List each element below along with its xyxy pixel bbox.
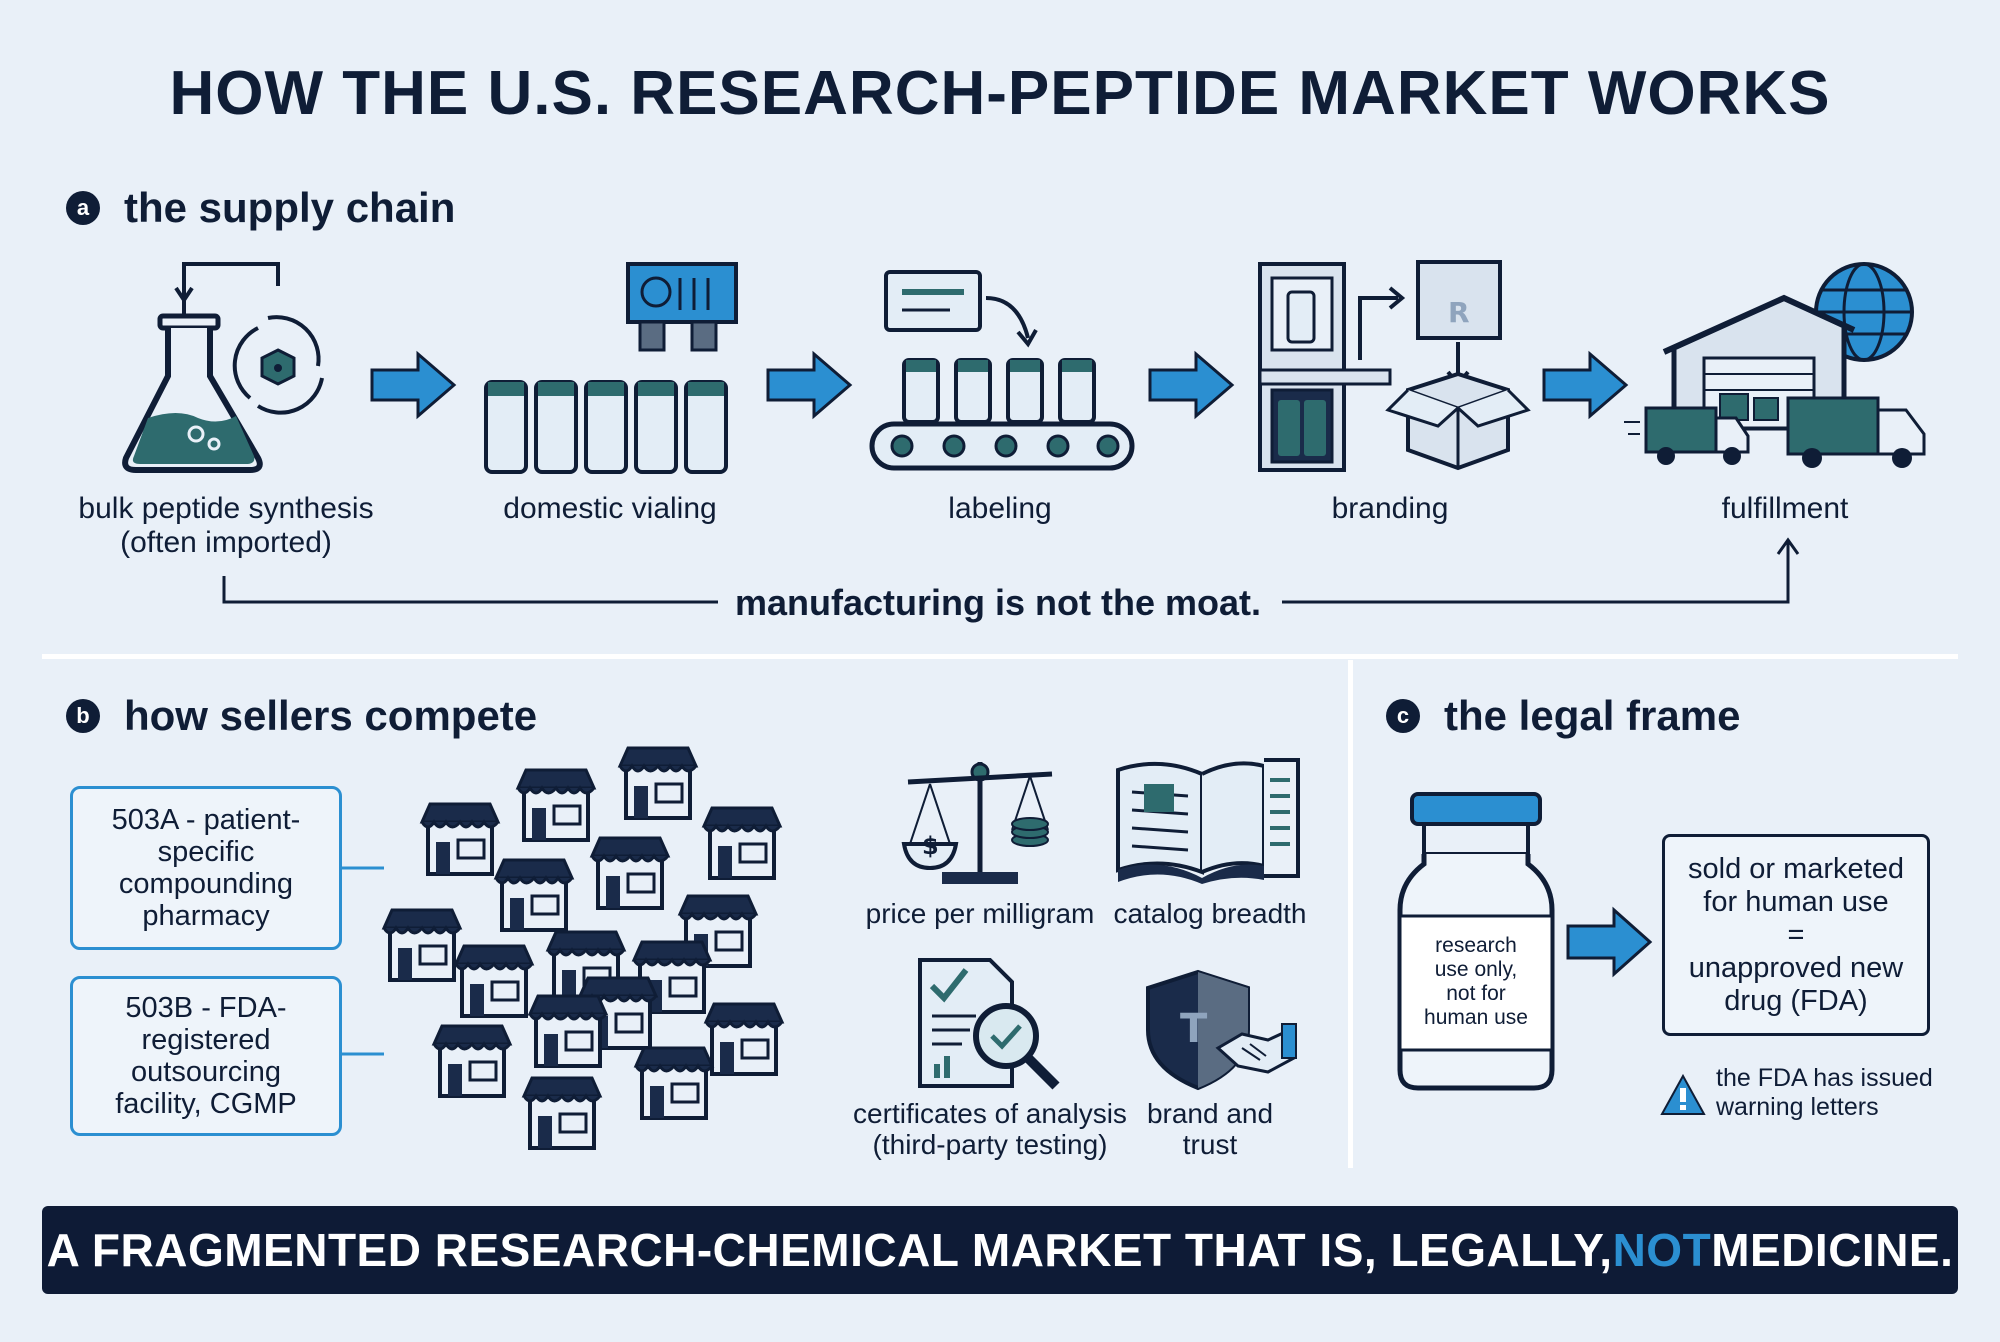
divider-vertical: [1348, 660, 1353, 1168]
certificate-icon: [918, 958, 1060, 1090]
step-synthesis-label: bulk peptide synthesis (often imported): [40, 492, 412, 560]
box-connectors: [342, 866, 384, 1056]
vialing-machine-icon: [484, 262, 738, 474]
legal-result-line: sold or marketed: [1688, 852, 1904, 885]
storefront-cluster: [382, 746, 784, 1150]
box-503a-line: specific: [157, 836, 255, 868]
box-503a-line: compounding: [118, 868, 294, 900]
legal-arrow: [1566, 906, 1653, 978]
moat-note: manufacturing is not the moat.: [734, 582, 1262, 623]
section-b-header: b how sellers compete: [66, 692, 537, 740]
step-synthesis-line2: (often imported): [120, 526, 332, 559]
factor-trust-line2: trust: [1182, 1129, 1238, 1160]
vial-label-line: not for: [1446, 982, 1506, 1005]
flow-arrow-2: [766, 350, 853, 420]
factor-coa-line2: (third-party testing): [872, 1129, 1108, 1160]
step-labeling-label: labeling: [948, 492, 1052, 525]
flask-icon: [122, 262, 324, 473]
page-title: HOW THE U.S. RESEARCH-PEPTIDE MARKET WOR…: [169, 59, 1831, 128]
section-b-title: how sellers compete: [124, 692, 538, 739]
section-badge-a: a: [66, 191, 100, 225]
catalog-icon: [1116, 758, 1300, 884]
box-503b-line: 503B - FDA-: [125, 992, 287, 1024]
step-fulfillment-label: fulfillment: [1721, 492, 1849, 525]
step-vialing-label: domestic vialing: [503, 492, 717, 525]
warning-line: warning letters: [1716, 1093, 1879, 1121]
box-503a-line: pharmacy: [142, 900, 270, 932]
section-badge-c: c: [1386, 699, 1420, 733]
box-503b-line: outsourcing: [131, 1056, 281, 1088]
vial-icon: [1397, 792, 1555, 1091]
box-503a: 503A - patient- specific compounding pha…: [70, 786, 342, 950]
factor-catalog-label: catalog breadth: [1113, 898, 1307, 929]
factor-trust-line1: brand and: [1146, 1098, 1274, 1129]
warning-note: the FDA has issued warning letters: [1716, 1064, 1952, 1122]
factor-price-label: price per milligram: [865, 898, 1095, 929]
legal-result-line: unapproved new: [1688, 951, 1904, 984]
banner-text: A FRAGMENTED RESEARCH-CHEMICAL MARKET TH…: [46, 1224, 1613, 1276]
box-503b-line: registered: [141, 1024, 271, 1056]
branding-icon: R: [1258, 260, 1531, 472]
warning-icon: [1660, 1073, 1706, 1115]
section-a-title: the supply chain: [124, 184, 456, 231]
vial-label-line: research: [1435, 934, 1517, 957]
svg-text:T: T: [1180, 1006, 1208, 1052]
legal-result-line: for human use: [1703, 885, 1889, 918]
legal-result-line: drug (FDA): [1724, 984, 1868, 1017]
svg-text:R: R: [1448, 296, 1470, 329]
flow-arrow-1: [370, 350, 457, 420]
box-503b-line: facility, CGMP: [115, 1088, 297, 1120]
factor-trust-label: brand and trust: [1128, 1098, 1292, 1160]
vial-label: research use only, not for human use: [1408, 934, 1544, 1030]
fulfillment-warehouse-icon: [1624, 262, 1926, 468]
flow-arrow-4: [1542, 350, 1629, 420]
vial-label-line: use only,: [1434, 958, 1518, 981]
svg-text:$: $: [922, 832, 939, 860]
section-c-header: c the legal frame: [1386, 692, 1740, 740]
scale-icon: $: [901, 762, 1053, 884]
step-synthesis-line1: bulk peptide synthesis: [78, 492, 374, 525]
warning-line: the FDA has issued: [1716, 1064, 1933, 1092]
banner-accent: NOT: [1612, 1224, 1712, 1276]
moat-bracket: [222, 537, 1800, 604]
banner-text-end: MEDICINE.: [1711, 1224, 1954, 1276]
bottom-banner: A FRAGMENTED RESEARCH-CHEMICAL MARKET TH…: [42, 1206, 1958, 1294]
divider-horizontal: [42, 654, 1958, 659]
labeling-conveyor-icon: [869, 270, 1135, 471]
factor-coa-label: certificates of analysis (third-party te…: [840, 1098, 1140, 1160]
factor-coa-line1: certificates of analysis: [853, 1098, 1127, 1129]
box-503b: 503B - FDA- registered outsourcing facil…: [70, 976, 342, 1136]
shield-handshake-icon: T: [1146, 969, 1297, 1091]
legal-result-box: sold or marketed for human use = unappro…: [1662, 834, 1930, 1036]
section-badge-b: b: [66, 699, 100, 733]
legal-result-line: =: [1787, 918, 1805, 951]
flow-arrow-3: [1148, 350, 1235, 420]
step-branding-label: branding: [1331, 492, 1449, 525]
section-c-title: the legal frame: [1444, 692, 1741, 739]
box-503a-line: 503A - patient-: [111, 804, 301, 836]
section-a-header: a the supply chain: [66, 184, 455, 232]
vial-label-line: human use: [1424, 1006, 1528, 1029]
